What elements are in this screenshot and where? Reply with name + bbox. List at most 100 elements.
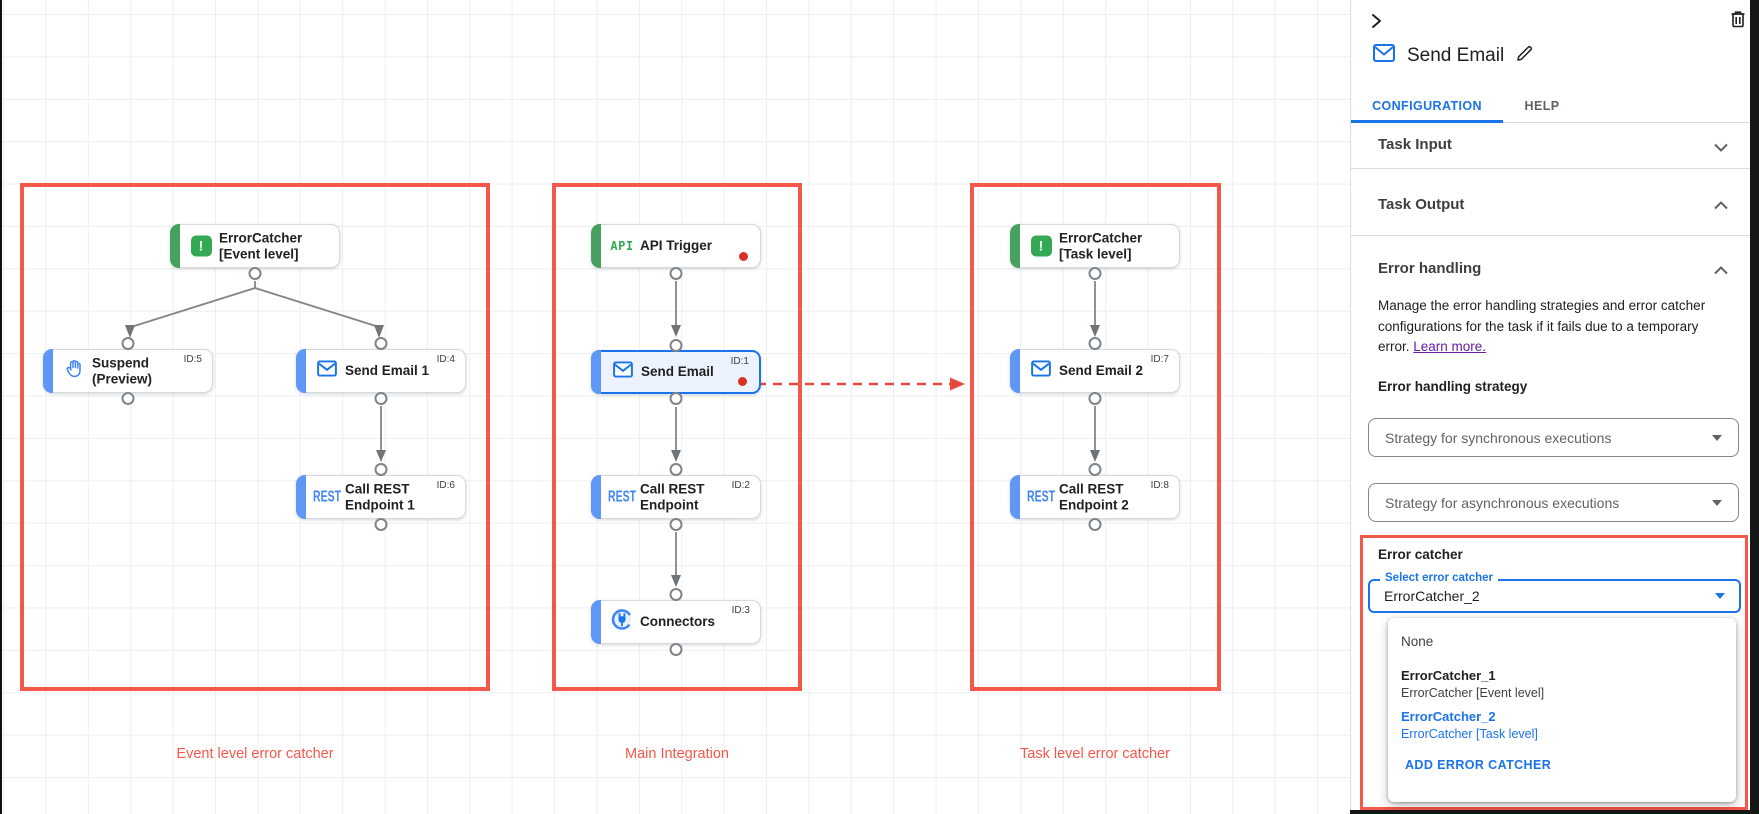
sync-strategy-dropdown[interactable]: Strategy for synchronous executions	[1368, 418, 1739, 457]
output-port[interactable]	[374, 518, 388, 531]
select-error-catcher-floating-label: Select error catcher	[1380, 572, 1499, 584]
tab-configuration[interactable]: CONFIGURATION	[1351, 90, 1503, 123]
task-input-label: Task Input	[1378, 136, 1452, 153]
learn-more-link[interactable]: Learn more.	[1413, 339, 1487, 354]
task-level-error-catcher-box	[970, 183, 1221, 691]
error-handling-description: Manage the error handling strategies and…	[1378, 298, 1706, 354]
node-color-stripe	[1010, 224, 1020, 268]
node-id-badge: ID:8	[1150, 480, 1169, 491]
dropdown-arrow-icon	[1712, 434, 1722, 446]
api-trigger-node[interactable]: API API Trigger	[591, 224, 761, 280]
output-port[interactable]	[1088, 392, 1102, 405]
edit-title-icon[interactable]	[1516, 45, 1533, 67]
event-level-error-catcher-label: Event level error catcher	[176, 746, 334, 762]
input-port[interactable]	[374, 337, 388, 350]
api-icon: API	[610, 239, 634, 253]
output-port[interactable]	[1088, 267, 1102, 280]
output-port[interactable]	[248, 267, 262, 280]
menu-item-errorcatcher-1[interactable]: ErrorCatcher_1 ErrorCatcher [Event level…	[1401, 668, 1545, 700]
node-label: Suspend(Preview)	[92, 355, 153, 386]
node-id-badge: ID:1	[730, 356, 749, 367]
selected-error-catcher-value: ErrorCatcher_2	[1384, 588, 1480, 604]
input-port[interactable]	[669, 339, 683, 352]
flow-edges	[125, 281, 1100, 587]
task-output-section[interactable]: Task Output	[1351, 169, 1750, 236]
connectors-icon	[611, 609, 633, 636]
chevron-up-icon[interactable]	[1714, 262, 1728, 280]
node-id-badge: ID:6	[436, 480, 455, 491]
email-icon	[613, 361, 633, 383]
input-port[interactable]	[121, 337, 135, 350]
window-edge-right	[1750, 0, 1759, 814]
integration-canvas[interactable]: !ErrorCatcher[Event level] Suspend(Previe…	[0, 0, 1350, 814]
chevron-down-icon[interactable]	[1714, 139, 1728, 157]
dropdown-arrow-icon	[1712, 499, 1722, 511]
node-color-stripe	[1010, 349, 1020, 393]
event-level-error-catcher-box	[20, 183, 490, 691]
menu-item-errorcatcher-2[interactable]: ErrorCatcher_2 ErrorCatcher [Task level]	[1401, 709, 1538, 741]
output-port[interactable]	[669, 518, 683, 531]
main-integration-box	[552, 183, 802, 691]
node-color-stripe	[591, 224, 601, 268]
node-color-stripe	[591, 350, 601, 394]
output-port[interactable]	[121, 392, 135, 405]
node-id-badge: ID:4	[436, 354, 455, 365]
node-label: Send Email 1	[345, 363, 430, 379]
email-icon	[317, 360, 337, 382]
node-color-stripe	[1010, 475, 1020, 519]
output-port[interactable]	[669, 392, 683, 405]
strategy-label: Error handling strategy	[1378, 379, 1528, 394]
input-port[interactable]	[1088, 463, 1102, 476]
node-color-stripe	[296, 349, 306, 393]
output-port[interactable]	[669, 643, 683, 656]
send-email-1-node[interactable]: Send Email 1 ID:4	[296, 337, 466, 405]
rest-icon: REST	[1027, 488, 1056, 506]
error-catcher-event-node[interactable]: !ErrorCatcher[Event level]	[170, 224, 340, 280]
collapse-panel-button[interactable]	[1367, 12, 1385, 30]
input-port[interactable]	[1088, 337, 1102, 350]
input-port[interactable]	[669, 463, 683, 476]
suspend-node[interactable]: Suspend(Preview) ID:5	[43, 337, 213, 405]
rest-icon: REST	[313, 488, 342, 506]
error-catcher-icon: !	[190, 235, 212, 257]
error-catcher-task-node[interactable]: !ErrorCatcher[Task level]	[1010, 224, 1180, 280]
output-port[interactable]	[669, 267, 683, 280]
output-port[interactable]	[374, 392, 388, 405]
node-color-stripe	[170, 224, 180, 268]
panel-tabs: CONFIGURATION HELP	[1351, 90, 1750, 123]
node-label: ErrorCatcher[Task level]	[1059, 230, 1143, 261]
error-route-arrow	[757, 377, 965, 391]
tab-help[interactable]: HELP	[1524, 99, 1560, 113]
add-error-catcher-button[interactable]: ADD ERROR CATCHER	[1405, 758, 1552, 772]
chevron-up-icon[interactable]	[1714, 197, 1728, 215]
delete-task-button[interactable]	[1728, 9, 1748, 29]
input-port[interactable]	[669, 588, 683, 601]
task-config-panel: Send Email CONFIGURATION HELP Task Input…	[1350, 0, 1750, 814]
hand-icon	[64, 359, 84, 384]
node-id-badge: ID:5	[183, 354, 202, 365]
node-color-stripe	[43, 349, 53, 393]
error-catcher-label: Error catcher	[1378, 547, 1463, 562]
menu-item-none[interactable]: None	[1401, 634, 1434, 649]
task-input-section[interactable]: Task Input	[1351, 123, 1750, 169]
error-catcher-menu: None ErrorCatcher_1 ErrorCatcher [Event …	[1388, 618, 1736, 802]
node-id-badge: ID:3	[731, 605, 750, 616]
node-color-stripe	[591, 475, 601, 519]
task-output-label: Task Output	[1378, 196, 1465, 213]
async-strategy-dropdown[interactable]: Strategy for asynchronous executions	[1368, 483, 1739, 522]
output-port[interactable]	[1088, 518, 1102, 531]
panel-title: Send Email	[1407, 44, 1505, 66]
select-error-catcher-dropdown[interactable]: Select error catcher ErrorCatcher_2	[1368, 572, 1741, 613]
dropdown-arrow-icon	[1715, 593, 1725, 604]
input-port[interactable]	[374, 463, 388, 476]
error-indicator-dot	[738, 377, 747, 386]
node-label: API Trigger	[640, 238, 713, 254]
